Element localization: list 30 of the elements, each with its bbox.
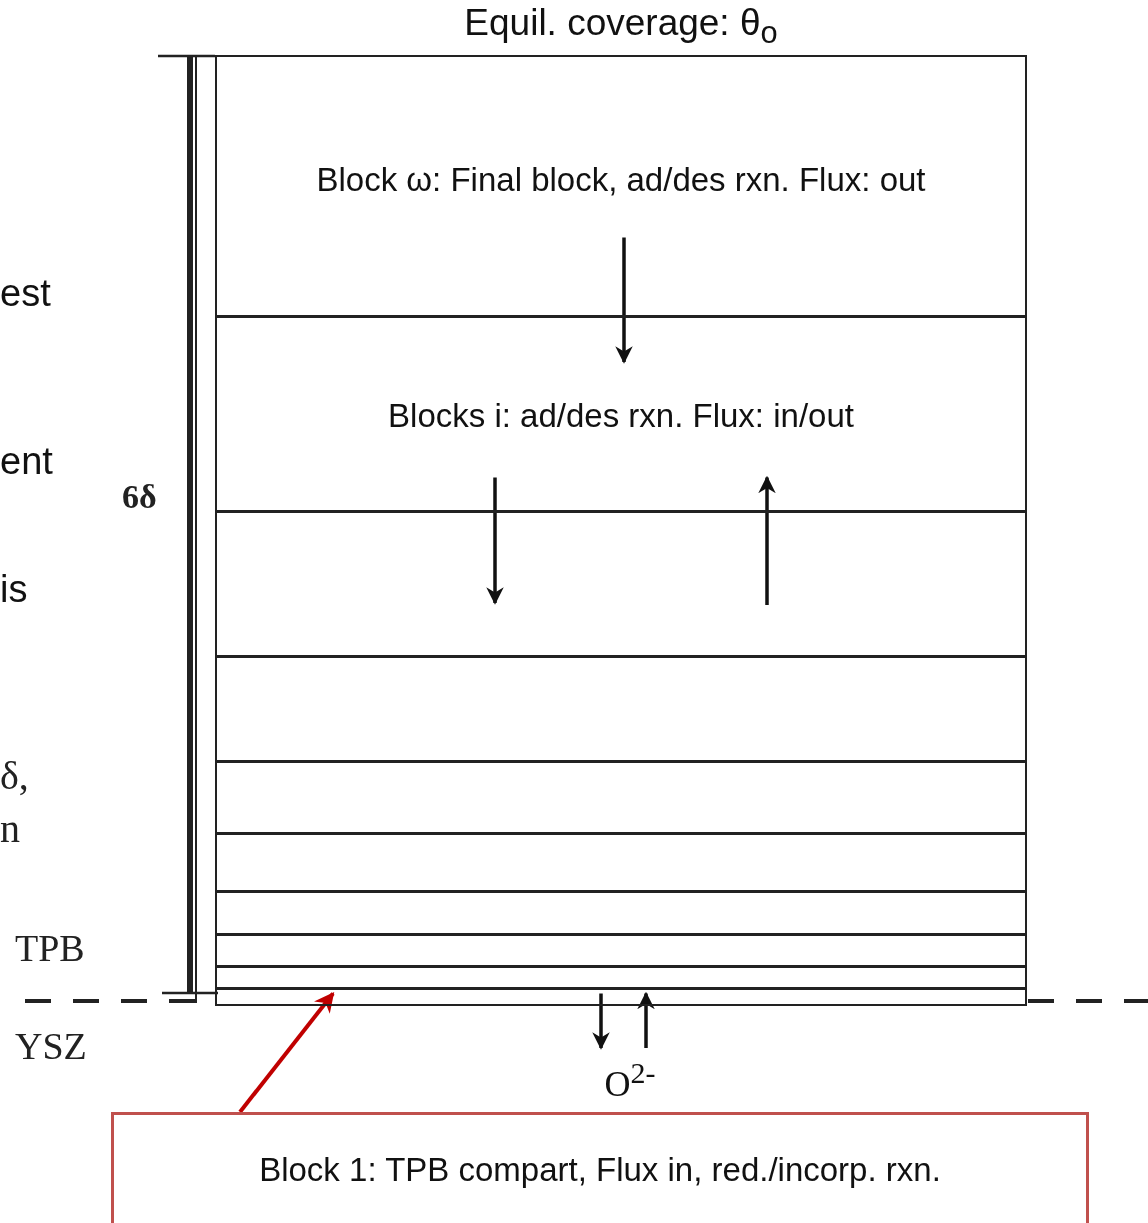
layer-band — [215, 760, 1027, 835]
arrow — [238, 991, 335, 1114]
layer-band — [215, 315, 1027, 513]
arrow — [615, 237, 633, 364]
block-label: Blocks i: ad/des rxn. Flux: in/out — [388, 397, 854, 435]
ion-label: O$^{2-}$ — [595, 1050, 665, 1095]
layer-band — [215, 965, 1027, 990]
callout-box — [111, 1112, 1089, 1223]
layer-band — [215, 510, 1027, 658]
text-fragment: δ, — [0, 752, 29, 799]
text-fragment: n — [0, 805, 20, 852]
layer-band — [215, 933, 1027, 968]
layer-band — [215, 655, 1027, 763]
text-fragment: YSZ — [15, 1024, 87, 1068]
arrow — [758, 475, 776, 605]
layer-band — [215, 890, 1027, 936]
dimension-label: 6δ — [122, 478, 157, 516]
arrow — [592, 993, 610, 1050]
arrow — [486, 477, 504, 605]
text-fragment: ent — [0, 440, 53, 483]
layer-band — [215, 832, 1027, 893]
callout-text: Block 1: TPB compart, Flux in, red./incorp. rxn. — [259, 1151, 941, 1189]
title: Equil. coverage: θ$_{o}$ — [463, 2, 779, 52]
arrow — [637, 991, 655, 1048]
layer-band — [215, 987, 1027, 1006]
text-fragment: is — [0, 568, 28, 611]
text-fragment: est — [0, 272, 51, 315]
layer-band — [215, 55, 1027, 318]
block-label: Block ω: Final block, ad/des rxn. Flux: out — [316, 161, 926, 199]
text-fragment: TPB — [15, 926, 85, 970]
